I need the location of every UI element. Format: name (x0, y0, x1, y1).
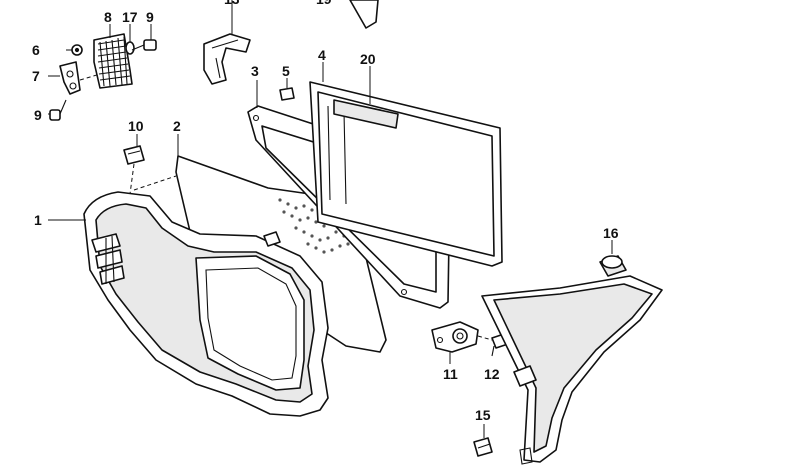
callout-17: 17 (122, 9, 138, 25)
duct-panel-icon (481, 275, 663, 465)
callout-7: 7 (32, 68, 40, 84)
callout-16: 16 (603, 225, 619, 241)
leader-lines (48, 24, 179, 156)
callout-12: 12 (484, 366, 500, 382)
filter-frame-4-icon (309, 62, 503, 267)
callout-19: 19 (316, 0, 332, 7)
clip-15-icon (473, 424, 493, 457)
part-19-icon (349, 0, 379, 29)
clip-10-icon (123, 134, 145, 195)
callout-5: 5 (282, 63, 290, 79)
callout-4: 4 (318, 47, 326, 63)
callout-9-top: 9 (146, 9, 154, 25)
screw-9-bottom-icon (49, 99, 67, 121)
bracket-7-icon (59, 61, 101, 95)
callout-15: 15 (475, 407, 491, 423)
callout-3: 3 (251, 63, 259, 79)
screw-5-icon (279, 78, 295, 101)
callout-6: 6 (32, 42, 40, 58)
bushing-16-icon (599, 240, 627, 277)
callout-20: 20 (360, 51, 376, 67)
callout-10: 10 (128, 118, 144, 134)
callout-11: 11 (443, 366, 458, 382)
screw-9-top-icon (131, 39, 157, 51)
bracket-13-icon (203, 0, 251, 85)
callout-2: 2 (173, 118, 181, 134)
grille-mesh-icon (93, 33, 133, 89)
callout-1: 1 (34, 212, 42, 228)
shroud-housing-1-icon (48, 175, 329, 417)
washer-17-icon (125, 41, 135, 55)
callout-13: 13 (224, 0, 240, 7)
bracket-11-icon (431, 321, 479, 364)
callout-9-bottom: 9 (34, 107, 42, 123)
callout-8: 8 (104, 9, 112, 25)
nut-6-icon (71, 44, 83, 56)
